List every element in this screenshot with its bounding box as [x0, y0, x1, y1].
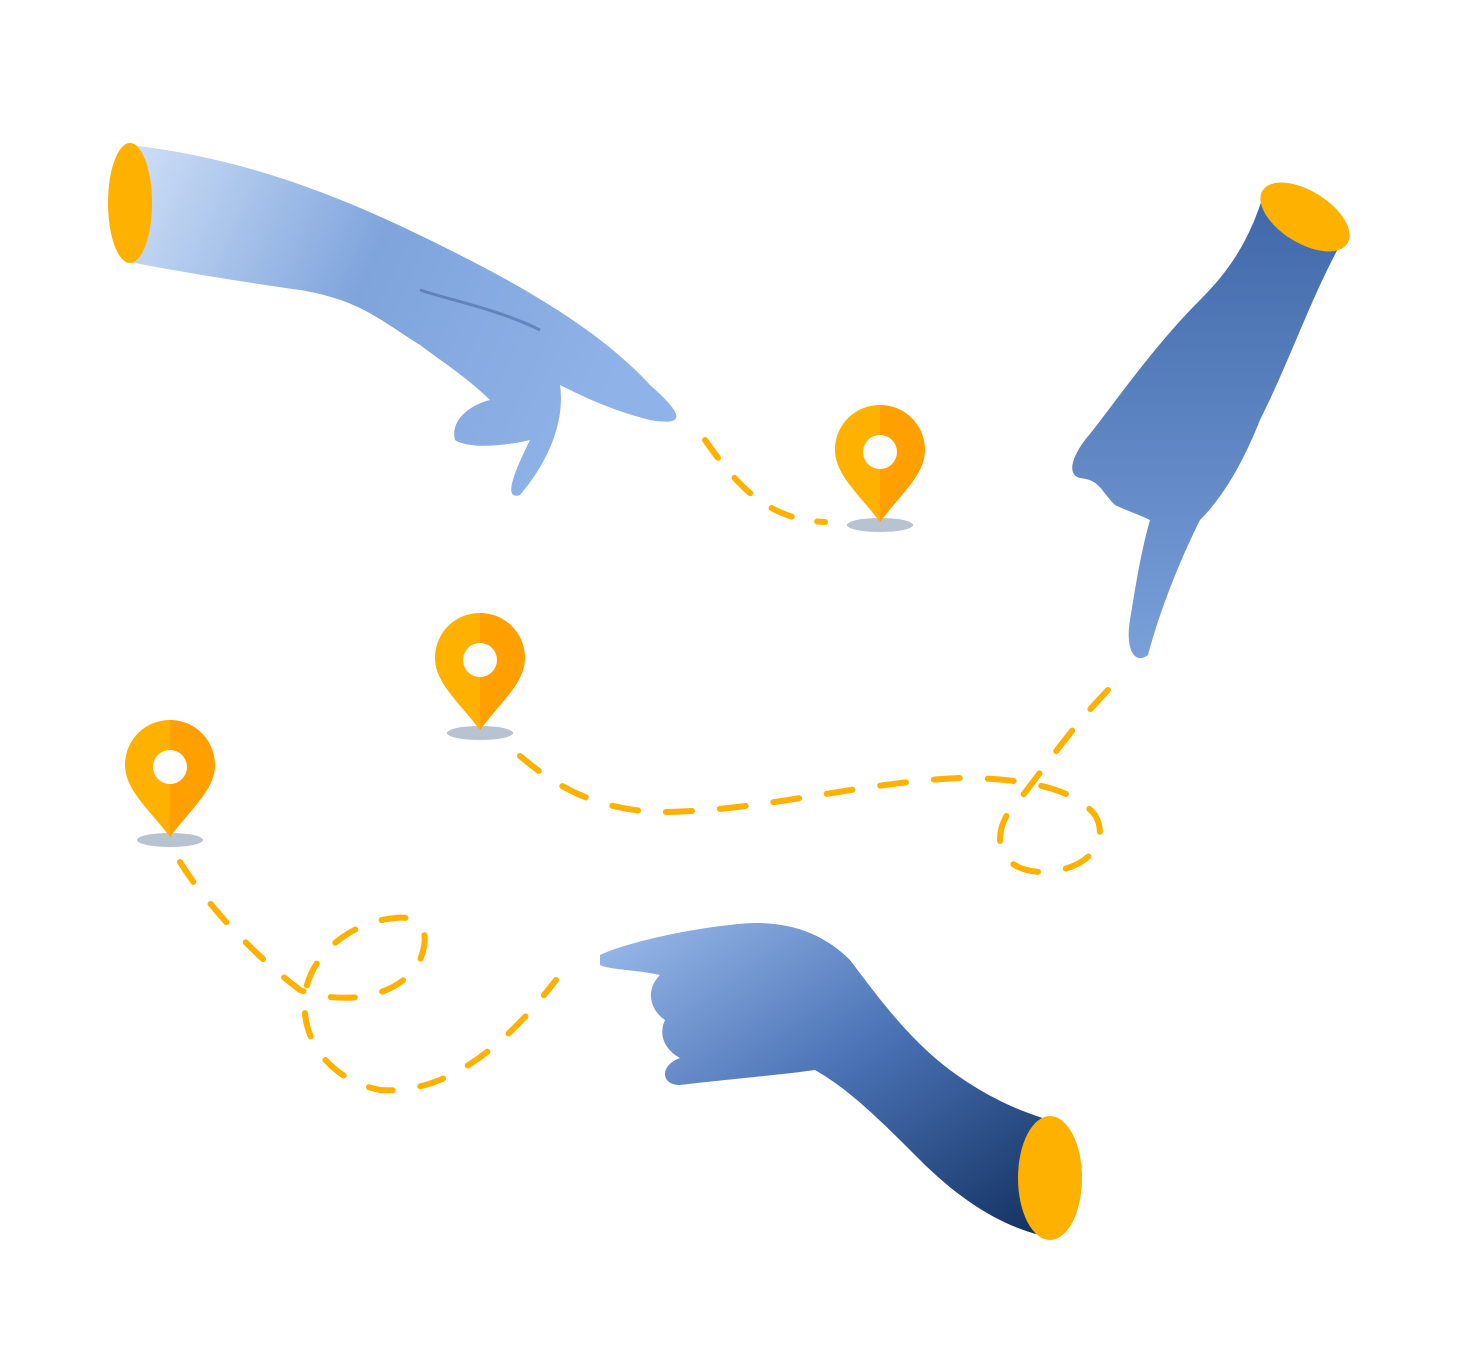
dashed-route-1	[702, 437, 828, 525]
map-pin-icon	[435, 613, 525, 740]
pointing-hand	[1072, 182, 1350, 659]
map-pin-icon	[835, 405, 925, 532]
dashed-route-3	[177, 859, 559, 1094]
dashed-route-2	[517, 687, 1111, 876]
pointing-hand	[600, 923, 1082, 1240]
arm-cuff	[1018, 1116, 1082, 1240]
arm-cuff	[1260, 182, 1350, 252]
pointing-hand	[108, 143, 677, 496]
map-pin-icon	[125, 720, 215, 847]
arm-cuff	[108, 143, 152, 263]
